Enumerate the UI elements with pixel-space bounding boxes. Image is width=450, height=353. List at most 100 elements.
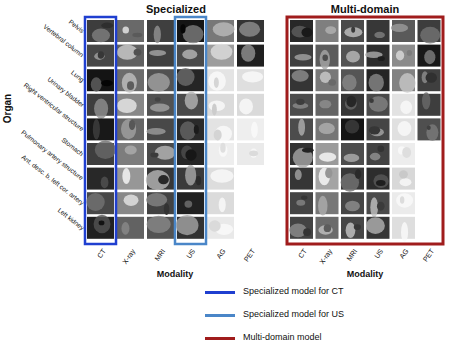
thumbnail <box>237 69 264 91</box>
thumbnail <box>177 68 204 91</box>
thumbnail <box>316 217 339 239</box>
thumbnail <box>365 45 390 67</box>
modality-label: AG <box>215 248 227 261</box>
thumbnail <box>290 69 313 91</box>
thumbnail <box>237 143 264 165</box>
thumbnail <box>367 118 390 140</box>
organ-label: Stomach <box>61 136 86 157</box>
thumbnail <box>177 118 204 140</box>
legend-swatch <box>205 337 235 340</box>
thumbnail <box>290 118 313 140</box>
modality-label: US <box>185 248 197 260</box>
organ-label: Lung <box>69 69 85 84</box>
thumbnail <box>177 143 204 165</box>
thumbnail <box>392 192 415 214</box>
thumbnail <box>177 45 204 67</box>
thumbnail <box>147 94 174 116</box>
thumbnail <box>87 141 116 165</box>
thumbnail <box>117 69 144 92</box>
thumbnail <box>316 20 339 42</box>
thumbnail <box>207 69 234 91</box>
thumbnail <box>316 45 339 70</box>
modality-label: AG <box>398 248 410 261</box>
thumbnail <box>418 69 441 91</box>
thumbnail <box>207 217 234 239</box>
thumbnail <box>290 94 313 116</box>
modality-label: X-ray <box>121 248 137 266</box>
organ-label: Right ventricular structure <box>22 81 85 132</box>
thumbnail <box>87 45 114 67</box>
thumbnail <box>316 69 339 91</box>
thumbnail <box>341 45 364 67</box>
thumbnail <box>87 94 114 119</box>
thumbnail <box>290 168 313 190</box>
axis-title: Modality <box>347 270 384 280</box>
thumbnail <box>316 143 339 165</box>
thumbnail <box>418 92 441 115</box>
thumbnail <box>367 168 390 190</box>
thumbnail <box>341 94 364 116</box>
organ-label: Pelvis <box>67 18 85 34</box>
modality-label: PET <box>243 248 257 264</box>
thumbnail <box>392 168 415 190</box>
thumbnail <box>341 118 364 140</box>
legend-text: Specialized model for CT <box>243 287 344 297</box>
thumbnail <box>117 168 144 190</box>
thumbnail <box>117 118 144 140</box>
thumbnail <box>147 216 174 239</box>
thumbnail <box>418 118 441 140</box>
panel-title: Specialized <box>146 3 206 15</box>
thumbnail <box>146 192 174 215</box>
modality-label: CT <box>95 248 107 260</box>
thumbnail <box>392 118 415 140</box>
thumbnail <box>117 192 144 214</box>
ct-frame <box>85 17 116 244</box>
thumbnail <box>87 69 114 92</box>
thumbnail <box>316 168 339 190</box>
thumbnail <box>87 118 114 140</box>
organ-label: Pulmonary artery structure <box>20 129 85 182</box>
thumbnail <box>366 217 390 239</box>
thumbnail <box>207 44 234 67</box>
thumbnail <box>341 217 364 239</box>
thumbnail <box>176 215 204 239</box>
thumbnail <box>177 192 204 214</box>
thumbnail <box>367 143 390 165</box>
thumbnail <box>207 118 234 141</box>
thumbnail <box>207 20 235 42</box>
thumbnail <box>316 192 339 215</box>
thumbnail <box>290 20 313 42</box>
thumbnail <box>341 143 364 165</box>
thumbnail <box>418 20 441 44</box>
thumbnail <box>367 69 390 91</box>
modality-label: MRI <box>345 248 359 263</box>
thumbnail <box>207 168 234 190</box>
legend-text: Specialized model for US <box>243 310 344 320</box>
legend-swatch <box>205 314 235 317</box>
thumbnail <box>177 20 204 43</box>
panel-title: Multi-domain <box>331 3 399 15</box>
thumbnail <box>392 45 415 67</box>
modality-label: X-ray <box>318 248 334 266</box>
axis-title: Organ <box>3 93 14 122</box>
thumbnail <box>290 143 314 167</box>
organ-label: Left kidney <box>56 206 85 231</box>
thumbnail <box>290 45 313 67</box>
thumbnail <box>86 192 114 214</box>
multi-domain-frame <box>287 17 443 244</box>
thumbnail <box>290 192 313 214</box>
legend-swatch <box>205 291 235 294</box>
organ-label: Ant. desc. b. left cor. artery <box>20 153 85 206</box>
thumbnail <box>367 192 390 217</box>
thumbnail <box>391 20 415 42</box>
thumbnail <box>117 45 144 67</box>
thumbnail <box>392 94 415 116</box>
thumbnail <box>237 118 264 140</box>
thumbnail <box>418 45 441 67</box>
thumbnail <box>147 143 175 165</box>
thumbnail <box>341 69 364 91</box>
modality-label: CT <box>296 248 308 260</box>
legend-text: Multi-domain model <box>243 333 322 343</box>
thumbnail <box>367 20 390 42</box>
